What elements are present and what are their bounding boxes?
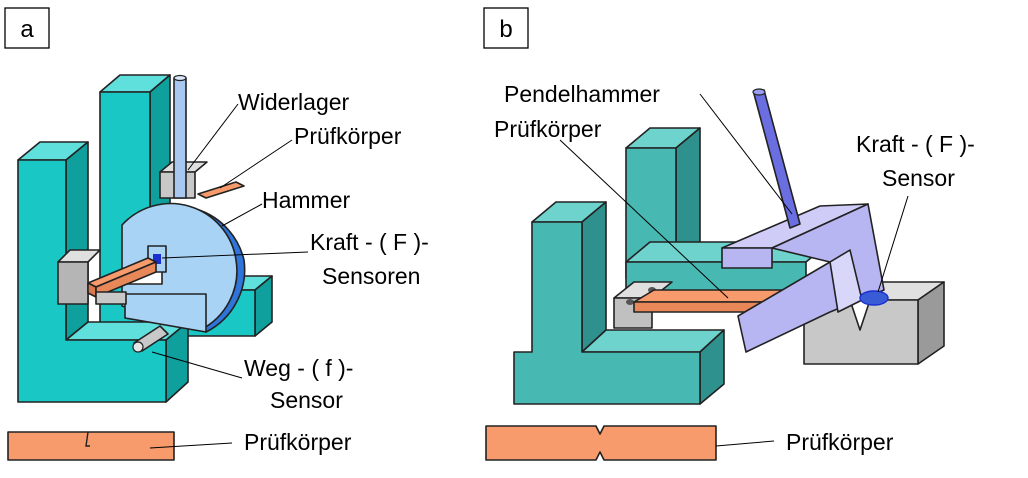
- leader-widerlager: [187, 103, 239, 171]
- label-hammer: Hammer: [262, 187, 351, 213]
- b-support-hole-1: [626, 299, 634, 305]
- hammer-lower-jaw: [124, 293, 207, 333]
- label-kraft-b-line2: Sensor: [882, 165, 955, 191]
- front-frame-front: [17, 159, 167, 403]
- label-pruefkoerper-b-bottom: Prüfkörper: [786, 429, 894, 455]
- b-front-column-side: [581, 201, 607, 353]
- b-front-frame-front: [513, 221, 701, 405]
- leader-kraft-a: [161, 251, 309, 259]
- leader-pendelhammer: [699, 93, 793, 215]
- label-kraft-b-line1: Kraft - ( F )-: [856, 131, 975, 157]
- lower-clamp: [95, 291, 127, 305]
- b-pendulum-front: [721, 247, 773, 269]
- b-pendulum-body: [737, 203, 885, 353]
- label-kraft-a-line1: Kraft - ( F )-: [310, 229, 429, 255]
- leader-pruefkoerper-a-bottom: [149, 442, 233, 449]
- panel-a-label: a: [20, 16, 34, 43]
- front-column-side: [65, 141, 89, 341]
- hammer-rod: [173, 77, 187, 199]
- panel-b-label-box: [483, 7, 529, 49]
- label-weg-line1: Weg - ( f )-: [244, 355, 353, 381]
- label-kraft-a-line2: Sensoren: [322, 263, 420, 289]
- leader-weg: [151, 351, 243, 379]
- leader-pruefkoerper-a: [219, 139, 293, 189]
- specimen-a-bottom: [7, 431, 175, 461]
- top-specimen: [197, 181, 245, 199]
- panel-a: a: [4, 7, 429, 461]
- panel-b-label: b: [499, 16, 512, 43]
- label-widerlager: Widerlager: [238, 89, 350, 115]
- label-pruefkoerper-a-top: Prüfkörper: [294, 123, 402, 149]
- leader-kraft-b: [877, 195, 909, 293]
- label-pruefkoerper-b-top: Prüfkörper: [494, 116, 602, 142]
- leader-pruefkoerper-b: [559, 139, 729, 299]
- panel-a-label-box: [4, 7, 50, 49]
- specimen-a-notch: [85, 431, 90, 447]
- leader-pruefkoerper-b-bottom: [715, 440, 775, 447]
- displacement-sensor-tip: [132, 341, 144, 353]
- label-pruefkoerper-a-bottom: Prüfkörper: [244, 429, 352, 455]
- b-force-sensor: [859, 290, 889, 306]
- leader-hammer: [221, 203, 263, 227]
- b-rod-cap: [752, 88, 766, 96]
- force-sensor: [153, 254, 161, 264]
- rod-cap: [173, 74, 187, 82]
- label-pendelhammer: Pendelhammer: [504, 81, 660, 107]
- left-clamp: [57, 261, 89, 305]
- panel-b: b: [483, 7, 975, 461]
- specimen-b-bottom: [485, 425, 717, 461]
- label-weg-line2: Sensor: [270, 387, 343, 413]
- b-pendulum-rod: [753, 89, 801, 229]
